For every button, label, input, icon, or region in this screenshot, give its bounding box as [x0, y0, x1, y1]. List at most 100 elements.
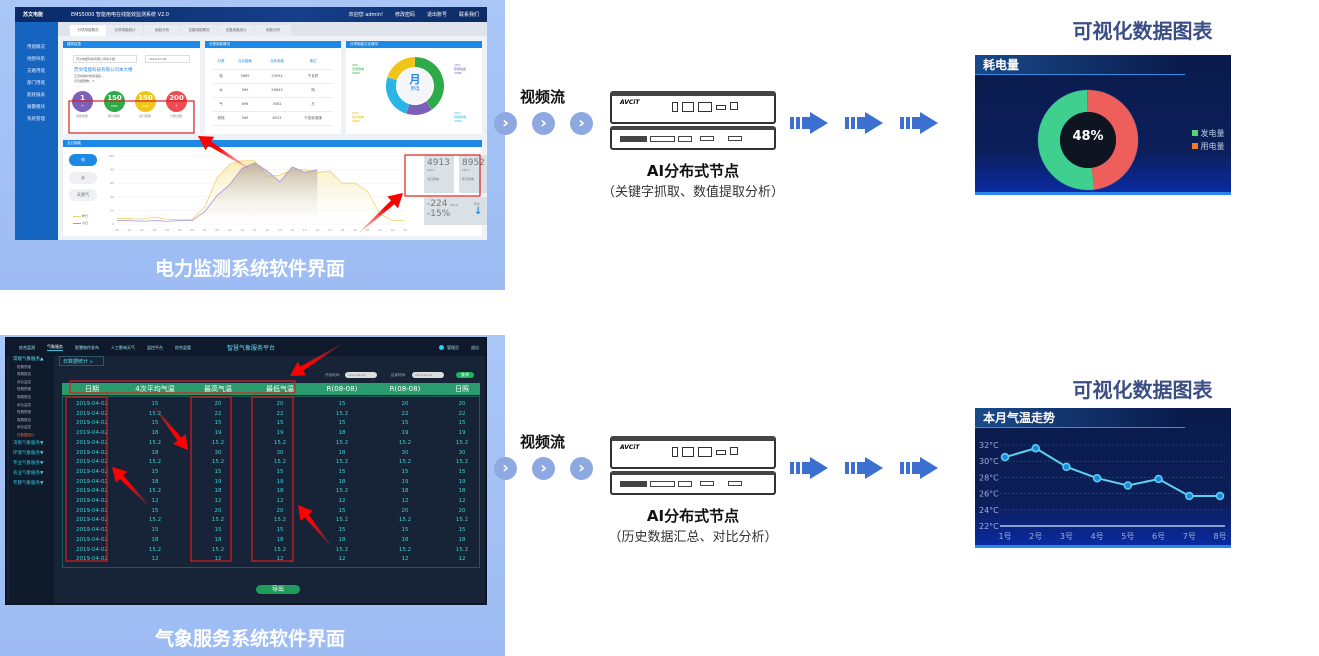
tab[interactable]: 支路用能概况 — [181, 25, 217, 36]
user-link[interactable]: 欢迎您 admin! — [348, 12, 383, 18]
exit-link[interactable]: 退出 — [471, 344, 479, 350]
close-icon[interactable]: × — [89, 359, 93, 364]
logout-link[interactable]: 退出账号 — [426, 12, 447, 18]
nav-item[interactable]: 智慧制作发布 — [75, 344, 99, 350]
tab[interactable]: 用能分析 — [144, 25, 180, 36]
table-cell: 20 — [214, 401, 222, 407]
sidebar-subitem[interactable]: 短期预报 — [17, 364, 31, 369]
table-cell: 2019-04-02 — [76, 546, 108, 553]
table-cell: 15.2 — [211, 517, 225, 524]
donut-slice-consumption — [1087, 90, 1138, 190]
panel-title: 分类用能情况 — [205, 41, 341, 48]
nav-item[interactable]: 人工影响天气 — [111, 344, 135, 350]
table-cell: 2019-04-02 — [76, 420, 108, 427]
top-nav: 综合监测 气象服务 智慧制作发布 人工影响天气 监控平台 综合监管 智慧气象服务… — [7, 339, 485, 356]
sidebar-subitem[interactable]: 周期报告 — [17, 417, 31, 422]
sidebar-group[interactable]: 专题气象服务▼ — [13, 480, 44, 486]
tab-daily-stats[interactable]: 日数据统计 × — [59, 356, 104, 366]
table-cell: 2019-04-02 — [76, 498, 108, 504]
nav-item[interactable]: 综合监管 — [175, 344, 191, 350]
column-header[interactable]: 4次平均气温 — [135, 385, 175, 393]
date-input[interactable]: 2016-07-26 — [145, 55, 190, 63]
panel-title: 建筑信息 — [63, 41, 200, 48]
query-button[interactable]: 查询 — [456, 372, 474, 378]
gas-button[interactable]: 天然气 — [69, 189, 97, 201]
x-tick-label: 04 — [165, 228, 169, 232]
start-date-input[interactable]: 2019-04-03 — [345, 372, 377, 378]
sidebar-group[interactable]: 环境气象服务▼ — [13, 450, 44, 456]
tab[interactable]: 支路用能统计 — [218, 25, 254, 36]
sidebar-subitem[interactable]: 周期报告 — [17, 372, 31, 377]
power-system-screenshot: 苏文电能 EMS5000 智能用电在线能效监测系统 V2.0 欢迎您 admin… — [15, 7, 487, 240]
legend-generation: 发电量 — [1192, 128, 1225, 139]
tab[interactable]: 分项用能统计 — [107, 25, 143, 36]
table-cell: 22 — [401, 410, 409, 417]
table-cell: 20 — [214, 507, 222, 514]
sidebar-group[interactable]: 专业气象服务▼ — [13, 460, 44, 466]
tab[interactable]: 分项用能概况 — [70, 25, 106, 36]
column-header[interactable]: 日照 — [455, 385, 469, 393]
table-cell: 18 — [338, 478, 346, 485]
sidebar-subitem[interactable]: 综合监控 — [17, 402, 31, 407]
ratio-donut — [386, 57, 444, 115]
tab[interactable]: 用能分析 — [255, 25, 291, 36]
sidebar-group-expanded[interactable]: 常规气象服务▲ — [13, 357, 44, 362]
table-cell: 12 — [458, 556, 466, 563]
sidebar-item[interactable]: 系统管理 — [27, 117, 45, 122]
table-cell: 12 — [151, 556, 159, 563]
sidebar-group[interactable]: 决策气象服务▼ — [13, 440, 44, 446]
table-cell: 15 — [338, 401, 346, 407]
column-header[interactable]: R(08-08) — [389, 385, 421, 393]
table-cell: 15 — [214, 468, 222, 475]
user-name[interactable]: 管理员 — [447, 344, 459, 350]
data-point — [1185, 491, 1194, 501]
export-button[interactable]: 导出 — [256, 585, 300, 594]
sidebar-subitem[interactable]: 综合监控 — [17, 425, 31, 430]
sidebar-subitem-active[interactable]: 日数据统计 — [17, 432, 35, 437]
sidebar-item[interactable]: 支路用能 — [27, 69, 45, 74]
panel-title: 本月气温走势 — [975, 408, 1185, 428]
sidebar-item[interactable]: 报警模块 — [27, 105, 45, 110]
video-stream-label: 视频流 — [520, 88, 566, 106]
column-header[interactable]: R(08-08) — [326, 385, 358, 393]
column-header[interactable]: 最高气温 — [204, 385, 232, 393]
sidebar-item[interactable]: 地图导航 — [27, 57, 45, 62]
end-date-input[interactable]: 2019-04-01 — [412, 372, 444, 378]
y-tick-label: 22°C — [979, 522, 999, 531]
table-cell: 15 — [401, 420, 409, 427]
sidebar-item[interactable]: 部门用能 — [27, 81, 45, 86]
change-password-link[interactable]: 修改密码 — [394, 12, 415, 18]
table-cell: 12 — [338, 498, 346, 504]
contact-link[interactable]: 联系我们 — [458, 12, 479, 18]
y-tick-label: 32°C — [979, 441, 999, 450]
sidebar-item[interactable]: 能耗报表 — [27, 93, 45, 98]
power-consumption-panel: 耗电量 48% 发电量 用电量 — [975, 55, 1231, 195]
app-header: 苏文电能 EMS5000 智能用电在线能效监测系统 V2.0 欢迎您 admin… — [15, 7, 487, 22]
x-tick-label: 11 — [253, 228, 257, 232]
sidebar-group[interactable]: 农业气象服务▼ — [13, 470, 44, 476]
electricity-button[interactable]: 电 — [69, 154, 97, 166]
sidebar-subitem[interactable]: 短期预报 — [17, 410, 31, 415]
nav-item[interactable]: 监控平台 — [147, 344, 163, 350]
nav-item[interactable]: 气象服务 — [47, 344, 63, 351]
table-cell: 19 — [401, 430, 409, 437]
column-header[interactable]: 日期 — [85, 385, 99, 393]
sidebar-subitem[interactable]: 短期预报 — [17, 387, 31, 392]
building-select[interactable]: 苏文电能科技有限公司本大楼 — [73, 55, 137, 63]
sidebar-subitem[interactable]: 综合监控 — [17, 379, 31, 384]
forward-arrow-icon — [845, 457, 883, 479]
nav-item[interactable]: 综合监测 — [19, 344, 35, 350]
series-line — [117, 162, 318, 222]
x-tick-label: 23 — [403, 228, 407, 232]
sidebar-item[interactable]: 用能概况 — [27, 45, 45, 50]
sidebar-subitem[interactable]: 周期报告 — [17, 394, 31, 399]
water-button[interactable]: 水 — [69, 172, 97, 184]
table-cell: 2019-04-02 — [76, 478, 108, 485]
column-header[interactable]: 最低气温 — [266, 385, 294, 393]
